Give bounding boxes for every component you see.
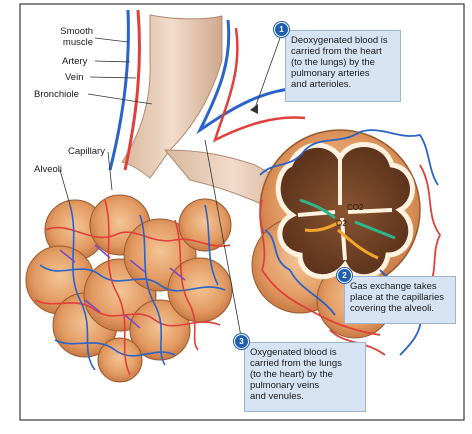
callout-badge-2: 2 [337, 268, 352, 283]
callout-box-3: Oxygenated blood is carried from the lun… [244, 342, 366, 412]
label-artery: Artery [62, 56, 87, 67]
label-bronchiole: Bronchiole [34, 89, 79, 100]
callout-box-1: Deoxygenated blood is carried from the h… [285, 30, 401, 102]
callout-box-2: Gas exchange takes place at the capillar… [344, 276, 456, 324]
artery-vessel [110, 10, 128, 170]
label-capillary: Capillary [68, 146, 105, 157]
label-smooth-muscle: Smooth muscle [53, 26, 93, 48]
label-o2: O2 [336, 219, 347, 228]
callout-badge-1: 1 [274, 22, 289, 37]
label-vein: Vein [65, 72, 84, 83]
alveolar-sac-cluster-left [26, 195, 232, 382]
label-co2: CO2 [347, 203, 363, 212]
label-alveoli: Alveoli [34, 164, 62, 175]
callout-badge-3: 3 [234, 334, 249, 349]
